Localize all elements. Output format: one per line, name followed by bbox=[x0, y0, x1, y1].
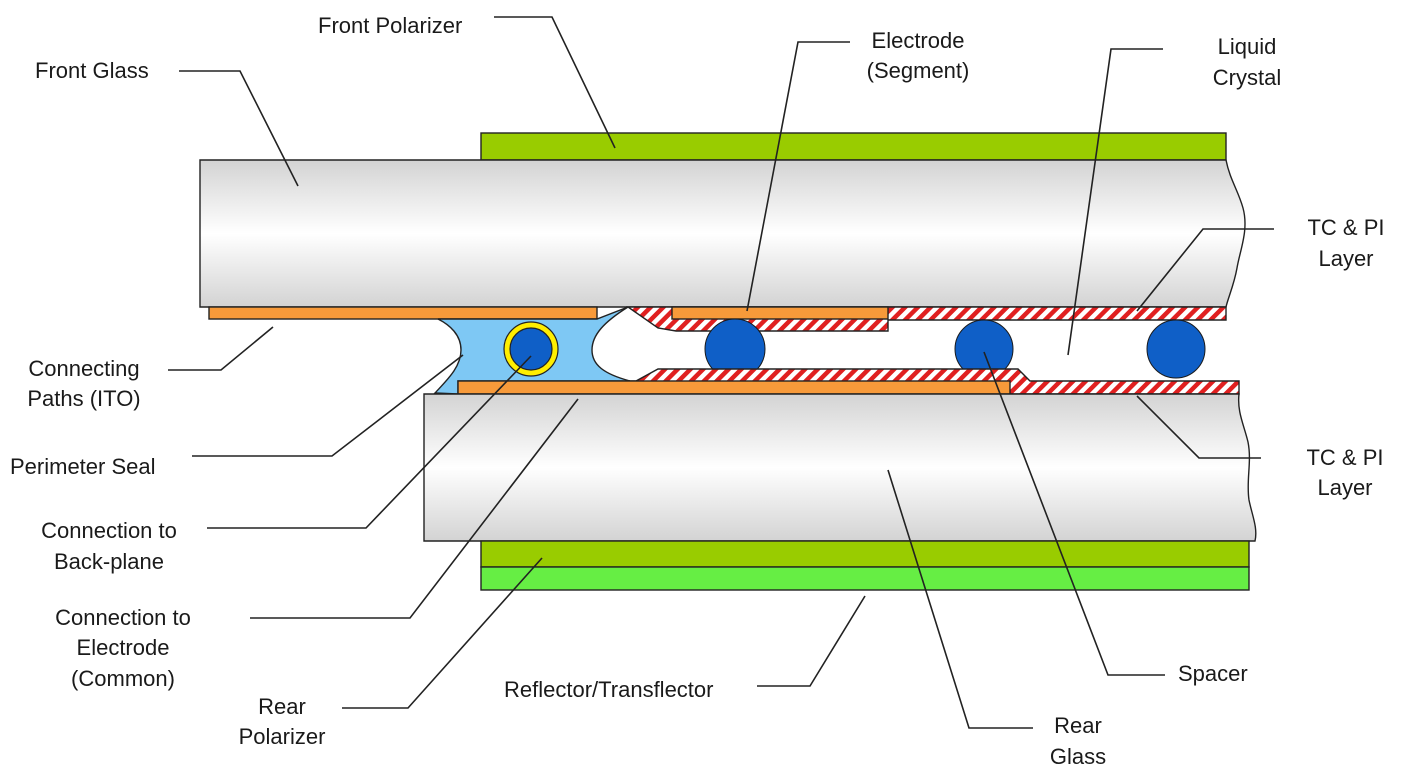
label-connecting-paths-line2: Paths (ITO) bbox=[27, 386, 140, 411]
leader-perimeter-seal bbox=[192, 354, 464, 457]
label-connection-electrode-line2: Electrode bbox=[77, 635, 170, 660]
leader-rear-glass bbox=[887, 469, 1033, 729]
leader-liquid-crystal bbox=[1067, 48, 1163, 356]
label-connecting-paths-line1: Connecting bbox=[28, 356, 139, 381]
front-polarizer bbox=[480, 132, 1227, 161]
label-connection-electrode-line3: (Common) bbox=[71, 666, 175, 691]
label-tc-pi-bottom-line1: TC & PI bbox=[1306, 445, 1383, 470]
label-connection-backplane-line2: Back-plane bbox=[54, 549, 164, 574]
reflector-transflector bbox=[480, 566, 1250, 591]
label-connection-backplane-line1: Connection to bbox=[41, 518, 177, 543]
leader-tc-pi-bottom bbox=[1136, 395, 1261, 459]
label-connection-electrode-line1: Connection to bbox=[55, 605, 191, 630]
label-electrode-line1: Electrode bbox=[872, 28, 965, 53]
label-rear-polarizer-line2: Polarizer bbox=[239, 724, 326, 749]
leader-reflector bbox=[757, 595, 866, 687]
leader-connecting-paths bbox=[168, 326, 274, 371]
backplane-connection-ball bbox=[509, 327, 553, 371]
label-rear-glass-line1: Rear bbox=[1054, 713, 1102, 738]
front-glass bbox=[199, 159, 1246, 308]
leader-front-glass bbox=[179, 70, 299, 187]
spacer-ball-3 bbox=[1146, 319, 1206, 379]
labels: Front Polarizer Front Glass Electrode (S… bbox=[10, 13, 1385, 769]
leader-rear-polarizer bbox=[342, 557, 543, 709]
leader-connection-backplane bbox=[207, 355, 532, 529]
leader-front-polarizer bbox=[494, 16, 616, 149]
leader-connection-electrode bbox=[250, 398, 579, 619]
label-rear-glass-line2: Glass bbox=[1050, 744, 1106, 769]
label-front-glass: Front Glass bbox=[35, 58, 149, 83]
label-tc-pi-top-line1: TC & PI bbox=[1307, 215, 1384, 240]
label-front-polarizer: Front Polarizer bbox=[318, 13, 462, 38]
leader-lines bbox=[168, 16, 1274, 729]
label-tc-pi-bottom-line2: Layer bbox=[1317, 475, 1372, 500]
connecting-path-ito bbox=[208, 306, 598, 320]
label-reflector: Reflector/Transflector bbox=[504, 677, 713, 702]
rear-polarizer bbox=[480, 540, 1250, 568]
rear-glass bbox=[423, 393, 1257, 542]
label-liquid-crystal-line2: Crystal bbox=[1213, 65, 1281, 90]
label-tc-pi-top-line2: Layer bbox=[1318, 246, 1373, 271]
leader-spacer bbox=[983, 351, 1165, 676]
label-spacer: Spacer bbox=[1178, 661, 1248, 686]
segment-electrode bbox=[671, 306, 889, 320]
common-electrode bbox=[457, 380, 1011, 395]
label-liquid-crystal-line1: Liquid bbox=[1218, 34, 1277, 59]
label-rear-polarizer-line1: Rear bbox=[258, 694, 306, 719]
leader-electrode-segment bbox=[746, 41, 850, 312]
label-electrode-line2: (Segment) bbox=[867, 58, 970, 83]
label-perimeter-seal: Perimeter Seal bbox=[10, 454, 156, 479]
leader-tc-pi-top bbox=[1136, 228, 1274, 312]
